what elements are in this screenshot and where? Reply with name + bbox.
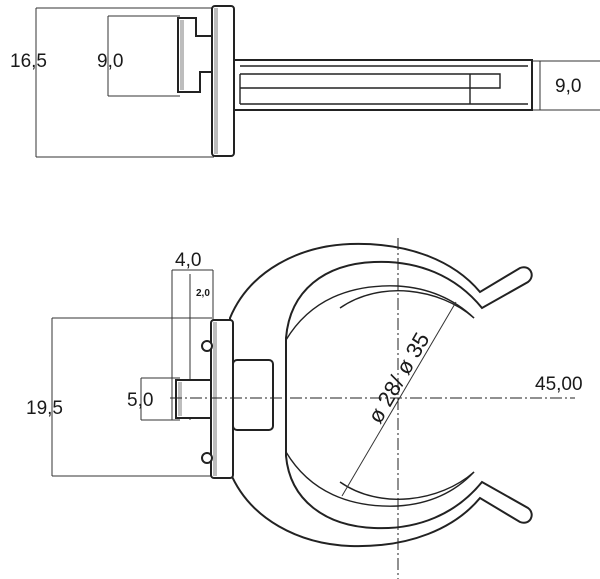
front-stud-width-label: 4,0	[175, 250, 201, 271]
top-view: 16,5 9,0 9,0	[10, 5, 600, 158]
front-stud-height-label: 5,0	[127, 390, 153, 411]
top-arm-thickness-label: 9,0	[555, 76, 581, 97]
front-view: 4,0 2,0 19,5 5,0 45,00 ø 28/ ø 35	[26, 238, 583, 579]
front-clamp-width-label: 45,00	[535, 374, 583, 395]
top-overall-height-label: 16,5	[10, 51, 47, 72]
top-knob-height-label: 9,0	[97, 51, 123, 72]
front-overall-height-label: 19,5	[26, 398, 63, 419]
front-stud-offset-label: 2,0	[196, 288, 210, 299]
diameter-label: ø 28/ ø 35	[363, 328, 435, 427]
